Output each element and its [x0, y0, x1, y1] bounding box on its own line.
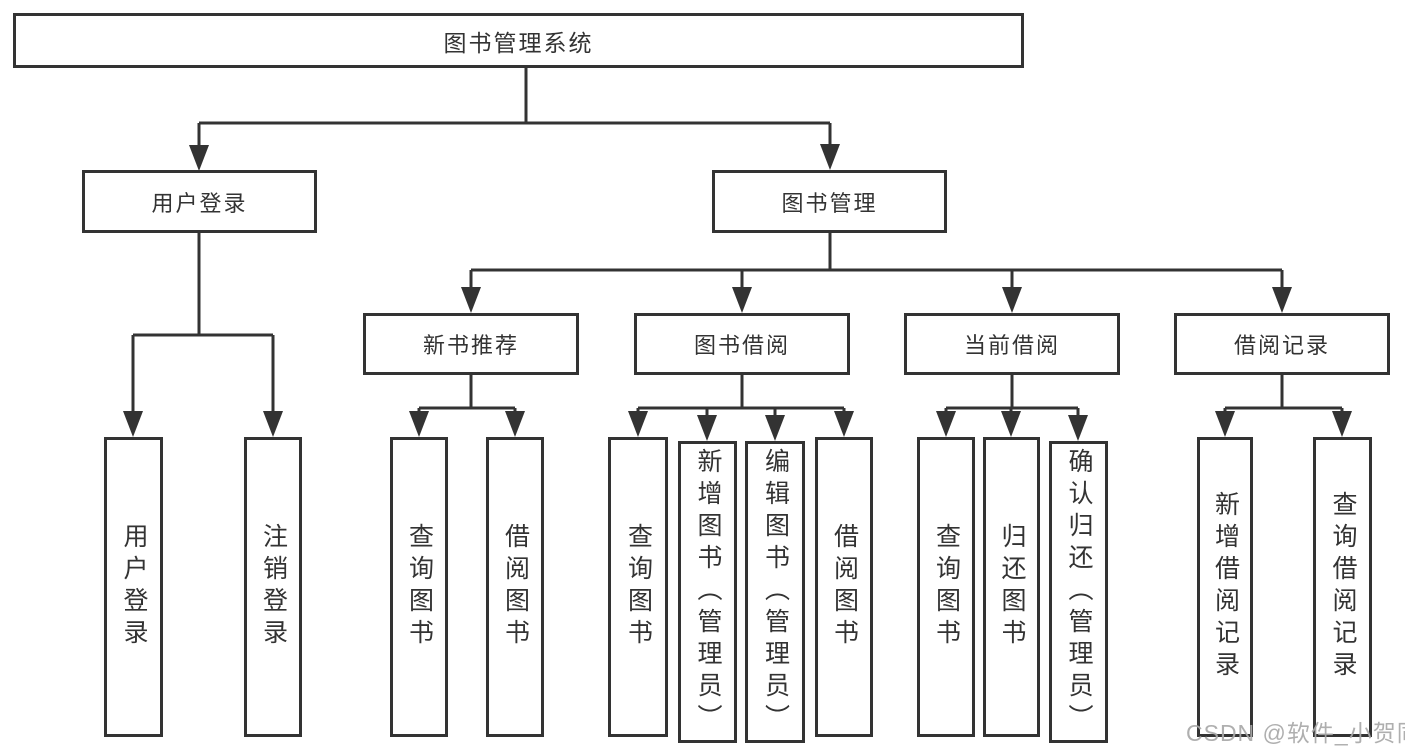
leaf-borrow-borrow-label: 借阅图书: [830, 523, 859, 651]
leaf-user-login: 用户登录: [104, 437, 163, 737]
node-book-mgmt: 图书管理: [712, 170, 947, 233]
connector-user-login: [123, 232, 283, 437]
connector-current-borrow: [936, 375, 1088, 441]
node-new-books-label: 新书推荐: [422, 333, 519, 358]
connector-book-borrow: [628, 375, 854, 441]
node-borrow-records-label: 借阅记录: [1233, 333, 1330, 358]
connector-book-mgmt: [461, 233, 1292, 313]
node-root: 图书管理系统: [13, 13, 1024, 68]
leaf-logout: 注销登录: [244, 437, 302, 737]
node-new-books: 新书推荐: [363, 313, 579, 375]
leaf-current-confirm-admin-label: 确认归还（管理员）: [1065, 448, 1093, 736]
leaf-borrow-edit-admin: 编辑图书（管理员）: [745, 441, 805, 743]
leaf-newbooks-borrow: 借阅图书: [486, 437, 544, 737]
leaf-current-search-label: 查询图书: [932, 523, 961, 651]
node-book-borrow-label: 图书借阅: [693, 333, 790, 358]
node-current-borrow-label: 当前借阅: [963, 333, 1060, 358]
node-book-borrow: 图书借阅: [634, 313, 850, 375]
leaf-user-login-label: 用户登录: [120, 523, 148, 651]
csdn-watermark: CSDN @软件_小贺同学: [1186, 720, 1405, 746]
node-book-mgmt-label: 图书管理: [781, 190, 878, 216]
leaf-borrow-add-admin-label: 新增图书（管理员）: [694, 448, 722, 736]
node-root-label: 图书管理系统: [443, 29, 594, 56]
leaf-current-confirm-admin: 确认归还（管理员）: [1049, 441, 1108, 743]
leaf-borrow-add-admin: 新增图书（管理员）: [678, 441, 737, 743]
connector-borrow-records: [1215, 375, 1352, 437]
connector-root: [189, 68, 840, 171]
leaf-logout-label: 注销登录: [259, 523, 288, 651]
leaf-records-search: 查询借阅记录: [1313, 437, 1372, 737]
leaf-records-add: 新增借阅记录: [1197, 437, 1253, 737]
node-user-login-label: 用户登录: [151, 190, 248, 216]
leaf-newbooks-search: 查询图书: [390, 437, 448, 737]
connector-new-books: [409, 375, 525, 437]
leaf-current-search: 查询图书: [917, 437, 975, 737]
node-user-login: 用户登录: [82, 170, 317, 233]
node-current-borrow: 当前借阅: [904, 313, 1120, 375]
leaf-borrow-search: 查询图书: [608, 437, 668, 737]
leaf-records-search-label: 查询借阅记录: [1329, 491, 1357, 683]
leaf-current-return-label: 归还图书: [998, 523, 1026, 651]
node-borrow-records: 借阅记录: [1174, 313, 1390, 375]
leaf-records-add-label: 新增借阅记录: [1211, 491, 1240, 683]
leaf-newbooks-search-label: 查询图书: [405, 523, 434, 651]
leaf-borrow-edit-admin-label: 编辑图书（管理员）: [761, 448, 790, 736]
leaf-newbooks-borrow-label: 借阅图书: [501, 523, 530, 651]
leaf-current-return: 归还图书: [983, 437, 1040, 737]
leaf-borrow-search-label: 查询图书: [624, 523, 653, 651]
leaf-borrow-borrow: 借阅图书: [815, 437, 873, 737]
